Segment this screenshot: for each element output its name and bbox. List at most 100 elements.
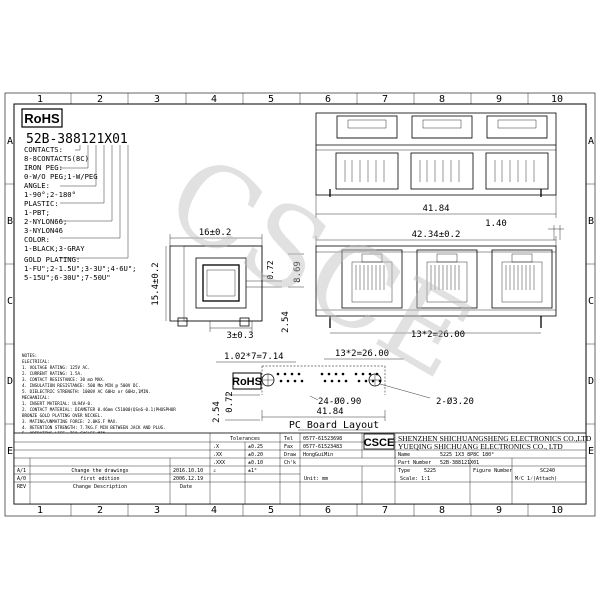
note-line: MECHANICAL: xyxy=(22,395,50,400)
unit-label: Unit: mm xyxy=(304,476,328,482)
figure-label: Figure Number xyxy=(473,468,512,474)
row-label: E xyxy=(588,446,594,457)
spec-line: 1-PBT; xyxy=(24,208,50,217)
note-line: 1. INSERT MATERIAL: UL94V-0. xyxy=(22,401,93,406)
tol-value: ±1° xyxy=(248,468,257,474)
pcb-hole-grid xyxy=(276,372,382,383)
dim-pcb-072: 0.72 xyxy=(225,391,235,413)
note-line: 4. INSULATION RESISTANCE: 500 MΩ MIN @ 5… xyxy=(22,383,141,388)
spec-line: COLOR: xyxy=(24,235,50,244)
type-value: 5225 xyxy=(424,468,436,474)
dim-front-pitch: 13*2=26.00 xyxy=(411,330,465,340)
company-logo: CSCE xyxy=(364,437,395,449)
dim-front-width: 42.34±0.2 xyxy=(412,230,461,240)
front-view: 1.40 42.34±0.2 xyxy=(315,219,564,340)
fax-value: 0577-61523483 xyxy=(303,444,342,450)
partno-value: 52B-388121X01 xyxy=(440,460,479,466)
dim-pcb-holes: 24-Ø0.90 xyxy=(318,396,361,407)
type-label: Type xyxy=(398,468,410,474)
note-line: 2. CONTACT MATERIAL: DIAMETER 0.46mm C51… xyxy=(22,407,176,412)
row-label: A xyxy=(588,136,594,147)
dim-side-869: 8.69 xyxy=(293,261,303,283)
code-leader-lines xyxy=(60,145,129,259)
pcb-title: PC Board Layout xyxy=(289,420,379,431)
dim-top-right: 1.40 xyxy=(485,219,507,229)
dim-pcb-pitch-a: 1.02*7=7.14 xyxy=(224,352,284,362)
spec-line: 3-NYLON46 xyxy=(24,226,63,235)
company-logo-box xyxy=(363,433,395,450)
spec-line: 1-BLACK;3-GRAY xyxy=(24,244,85,253)
rohs-label: RoHS xyxy=(24,111,60,126)
col-label: 3 xyxy=(154,505,160,516)
dim-pcb-pitch-b: 13*2=26.00 xyxy=(335,349,389,359)
col-label: 10 xyxy=(551,505,563,516)
tol-prec: ∠ xyxy=(213,468,216,474)
col-label: 6 xyxy=(325,94,331,105)
row-ticks xyxy=(5,183,595,425)
row-label: B xyxy=(588,216,594,227)
column-ticks xyxy=(70,93,529,516)
part-code: 52B-388121X01 xyxy=(26,132,128,147)
pcb-layout: 1.02*7=7.14 13*2=26.00 24-Ø0.90 2-Ø3.20 … xyxy=(212,349,474,431)
tol-value: ±0.10 xyxy=(248,460,263,466)
note-line: 3. CONTACT RESISTANCE: 30 mΩ MAX. xyxy=(22,377,105,382)
col-label: 6 xyxy=(325,505,331,516)
rev-header-desc: Change Description xyxy=(73,484,127,490)
rohs-label-lower: RoHS xyxy=(232,376,262,388)
tolerances-label: Tolerances xyxy=(230,436,260,442)
draw-label: Draw xyxy=(284,452,297,458)
row-label: C xyxy=(588,296,594,307)
row-labels: A B C D E A B C D E xyxy=(7,136,594,457)
spec-line: PLASTIC: xyxy=(24,199,59,208)
rohs-mark-lower: RoHS xyxy=(232,372,262,390)
scale-label: Scale: 1:1 xyxy=(400,476,430,482)
tol-prec: .XX xyxy=(213,452,222,458)
row-label: A xyxy=(7,136,13,147)
col-label: 2 xyxy=(97,505,103,516)
name-value: 5225 1X3 8P8C 180° xyxy=(440,452,494,458)
col-label: 4 xyxy=(211,94,217,105)
rev-desc: first edition xyxy=(80,476,119,482)
rev-header-rev: REV xyxy=(17,484,26,490)
col-label: 2 xyxy=(97,94,103,105)
dim-side-depth: 16±0.2 xyxy=(199,228,232,238)
row-label: B xyxy=(7,216,13,227)
row-label: C xyxy=(7,296,13,307)
col-label: 8 xyxy=(439,94,445,105)
col-label: 10 xyxy=(551,94,563,105)
spec-line: 1-90°;2-180° xyxy=(24,190,76,199)
dim-side-254: 2.54 xyxy=(281,311,291,333)
rev-date: 2006.12.19 xyxy=(173,476,203,482)
rev-id: A/0 xyxy=(17,476,26,482)
col-label: 5 xyxy=(268,94,274,105)
col-label: 7 xyxy=(382,505,388,516)
note-line: 1. VOLTAGE RATING: 125V AC. xyxy=(22,365,90,370)
dim-side-height: 15.4±0.2 xyxy=(151,262,161,305)
dim-side-pitch: 3±0.3 xyxy=(226,331,253,341)
tel-value: 0577-61523698 xyxy=(303,436,342,442)
col-label: 3 xyxy=(154,94,160,105)
figure-value: SC240 xyxy=(540,468,555,474)
sheet-label: M⁄C 1⁄(Attach) xyxy=(515,476,557,482)
dim-side-small: 0.72 xyxy=(266,260,275,279)
spec-line: CONTACTS: xyxy=(24,145,63,154)
col-label: 9 xyxy=(496,94,502,105)
dim-pcb-254: 2.54 xyxy=(212,401,222,423)
note-line: 3. MATING/UNMATING FORCE: 2.0KG.F MAX. xyxy=(22,419,118,424)
column-labels-top: 1 2 3 4 5 6 7 8 9 10 xyxy=(37,94,563,105)
company-name-2: YUEQING SHICHUANG ELECTRONICS CO., LTD xyxy=(398,442,563,451)
col-label: 8 xyxy=(439,505,445,516)
spec-line: 0-W/O PEG;1-W/PEG xyxy=(24,172,98,181)
note-line: 2. CURRENT RATING: 1.5A. xyxy=(22,371,83,376)
top-view: 41.84 xyxy=(315,112,557,218)
tol-prec: .X xyxy=(213,444,219,450)
spec-line: IRON PEG: xyxy=(24,163,63,172)
row-label: D xyxy=(588,376,594,387)
tel-label: Tel xyxy=(284,436,293,442)
col-label: 4 xyxy=(211,505,217,516)
column-labels-bottom: 1 2 3 4 5 6 7 8 9 10 xyxy=(37,505,563,516)
spec-line: 2-NYLON66; xyxy=(24,217,67,226)
row-label: E xyxy=(7,446,13,457)
partno-label: Part Number xyxy=(398,460,431,466)
